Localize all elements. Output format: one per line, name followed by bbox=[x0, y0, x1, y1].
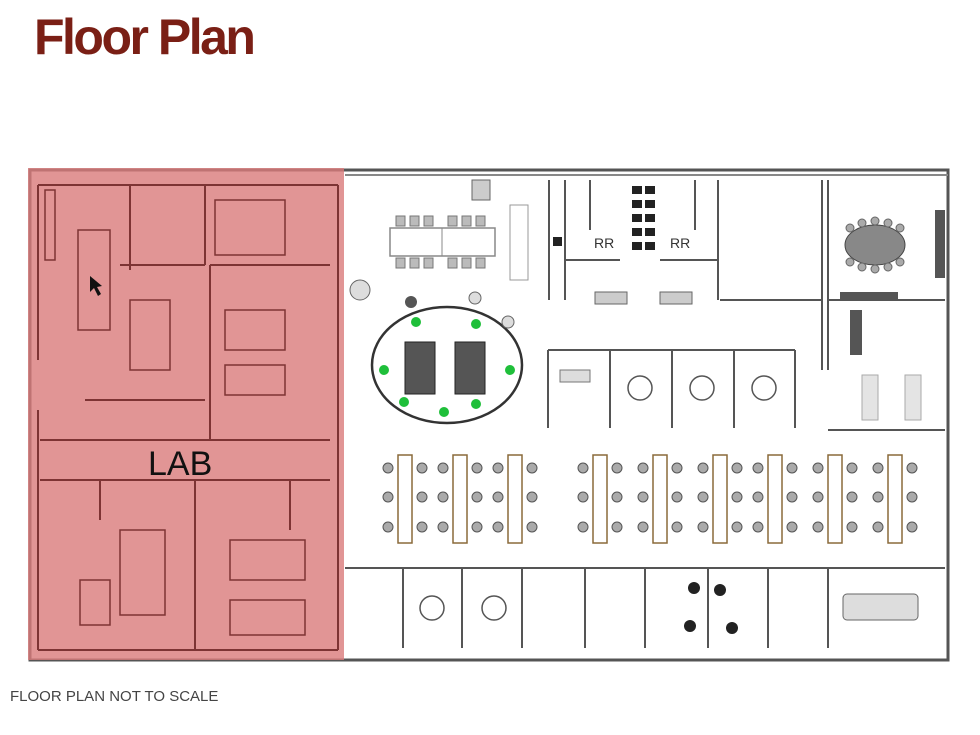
open-office-desks bbox=[382, 454, 918, 544]
desk-icon bbox=[712, 454, 728, 544]
chair-icon bbox=[382, 521, 394, 533]
chair-icon bbox=[846, 462, 858, 474]
scale-note: FLOOR PLAN NOT TO SCALE bbox=[10, 688, 219, 705]
chair-icon bbox=[786, 521, 798, 533]
chair-icon bbox=[471, 491, 483, 503]
desk-icon bbox=[767, 454, 783, 544]
lounge-ellipse bbox=[370, 291, 524, 425]
chair-icon bbox=[752, 491, 764, 503]
chair-icon bbox=[697, 491, 709, 503]
chair-icon bbox=[812, 462, 824, 474]
chair-icon bbox=[637, 491, 649, 503]
chair-icon bbox=[382, 462, 394, 474]
chair-icon bbox=[611, 462, 623, 474]
chair-icon bbox=[471, 462, 483, 474]
page-title: Floor Plan bbox=[34, 9, 256, 65]
chair-icon bbox=[671, 462, 683, 474]
chair-icon bbox=[752, 462, 764, 474]
chair-icon bbox=[382, 491, 394, 503]
chair-icon bbox=[731, 491, 743, 503]
chair-icon bbox=[611, 521, 623, 533]
chair-icon bbox=[526, 491, 538, 503]
chair-icon bbox=[752, 521, 764, 533]
desk-icon bbox=[397, 454, 413, 544]
northeast-rooms bbox=[720, 180, 945, 431]
desk-icon bbox=[887, 454, 903, 544]
plant-icon bbox=[439, 407, 449, 417]
restrooms: RR RR bbox=[548, 180, 719, 305]
bottom-offices-row bbox=[345, 567, 945, 648]
chair-icon bbox=[577, 521, 589, 533]
chair-icon bbox=[872, 491, 884, 503]
chair-icon bbox=[526, 462, 538, 474]
lab-area: LAB bbox=[28, 168, 344, 660]
plant-icon bbox=[505, 365, 515, 375]
conference-tables-top bbox=[349, 179, 529, 301]
chair-icon bbox=[812, 491, 824, 503]
chair-icon bbox=[611, 491, 623, 503]
chair-icon bbox=[416, 462, 428, 474]
plant-icon bbox=[399, 397, 409, 407]
chair-icon bbox=[812, 521, 824, 533]
desk-icon bbox=[507, 454, 523, 544]
desk-icon bbox=[827, 454, 843, 544]
chair-icon bbox=[492, 521, 504, 533]
chair-icon bbox=[697, 521, 709, 533]
cursor-arrow-icon bbox=[90, 276, 102, 296]
chair-icon bbox=[437, 462, 449, 474]
chair-icon bbox=[437, 491, 449, 503]
chair-icon bbox=[846, 521, 858, 533]
chair-icon bbox=[577, 491, 589, 503]
chair-icon bbox=[786, 462, 798, 474]
plant-icon bbox=[411, 317, 421, 327]
chair-icon bbox=[471, 521, 483, 533]
lab-label: LAB bbox=[148, 445, 212, 483]
chair-icon bbox=[786, 491, 798, 503]
chair-icon bbox=[731, 462, 743, 474]
chair-icon bbox=[437, 521, 449, 533]
chair-icon bbox=[416, 491, 428, 503]
chair-icon bbox=[671, 521, 683, 533]
meeting-rooms-row bbox=[547, 349, 796, 428]
chair-icon bbox=[492, 491, 504, 503]
chair-icon bbox=[872, 462, 884, 474]
chair-icon bbox=[416, 521, 428, 533]
chair-icon bbox=[731, 521, 743, 533]
plant-icon bbox=[379, 365, 389, 375]
chair-icon bbox=[906, 491, 918, 503]
chair-icon bbox=[637, 521, 649, 533]
restroom-label: RR bbox=[670, 235, 690, 251]
chair-icon bbox=[846, 491, 858, 503]
desk-icon bbox=[452, 454, 468, 544]
desk-icon bbox=[652, 454, 668, 544]
chair-icon bbox=[906, 521, 918, 533]
chair-icon bbox=[637, 462, 649, 474]
chair-icon bbox=[671, 491, 683, 503]
chair-icon bbox=[872, 521, 884, 533]
plant-icon bbox=[471, 399, 481, 409]
chair-icon bbox=[906, 462, 918, 474]
desk-icon bbox=[592, 454, 608, 544]
restroom-label: RR bbox=[594, 235, 614, 251]
plant-icon bbox=[471, 319, 481, 329]
chair-icon bbox=[577, 462, 589, 474]
chair-icon bbox=[492, 462, 504, 474]
chair-icon bbox=[526, 521, 538, 533]
chair-icon bbox=[697, 462, 709, 474]
